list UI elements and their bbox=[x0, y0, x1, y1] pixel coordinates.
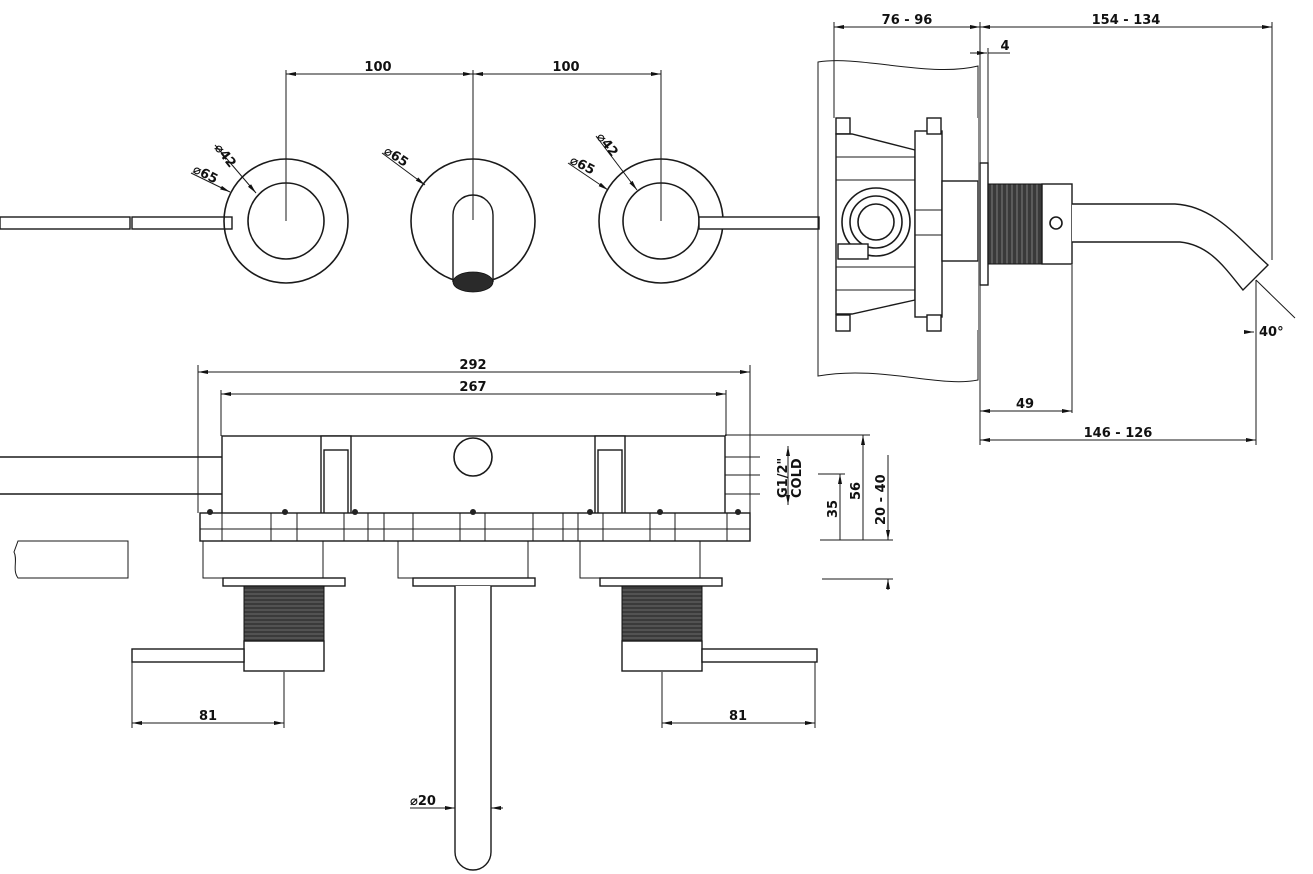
right-handle-rosette bbox=[598, 70, 724, 284]
side-rosette-plate bbox=[979, 162, 989, 286]
dim-wall-adjust: 20 - 40 bbox=[874, 474, 889, 525]
side-thread bbox=[987, 183, 1043, 265]
side-section-view: 76 - 96 154 - 134 4 49 146 - 126 40° bbox=[817, 13, 1296, 445]
dim-wall-depth: 76 - 96 bbox=[882, 13, 933, 28]
left-lever bbox=[0, 216, 233, 230]
dim-spout-diameter: ⌀20 bbox=[410, 794, 436, 809]
dim-lever-left: 81 bbox=[199, 709, 217, 724]
dim-left-outer-diameter: ⌀65 bbox=[190, 162, 220, 187]
dim-spacing-left: 100 bbox=[364, 60, 391, 75]
dim-handle-offset: 49 bbox=[1016, 397, 1034, 412]
dim-right-inner-diameter: ⌀42 bbox=[593, 130, 621, 160]
left-handle-top bbox=[131, 577, 346, 672]
top-section-view: 292 267 G1/2" COLD 35 56 20 - 40 81 81 bbox=[0, 358, 893, 871]
dim-body-width: 267 bbox=[459, 380, 486, 395]
dim-overall-width: 292 bbox=[459, 358, 486, 373]
dim-rosette-thickness: 4 bbox=[1000, 39, 1009, 54]
dim-height-35: 35 bbox=[826, 500, 841, 518]
side-collar bbox=[1041, 183, 1073, 265]
dim-spout-rosette-diameter: ⌀65 bbox=[381, 144, 411, 171]
dim-spacing-right: 100 bbox=[552, 60, 579, 75]
right-lever bbox=[698, 216, 820, 230]
dim-lever-right: 81 bbox=[729, 709, 747, 724]
left-handle-rosette bbox=[223, 70, 349, 284]
dim-height-56: 56 bbox=[849, 482, 864, 500]
connection-sub-label: COLD bbox=[790, 458, 805, 498]
connection-label: G1/2" bbox=[776, 458, 791, 498]
dim-spout-projection-top: 154 - 134 bbox=[1092, 13, 1161, 28]
spout-rosette bbox=[410, 70, 536, 293]
dim-right-outer-diameter: ⌀65 bbox=[567, 153, 597, 178]
spout-top bbox=[412, 577, 536, 871]
dim-spout-angle: 40° bbox=[1259, 325, 1284, 340]
concealed-body-top bbox=[199, 435, 751, 542]
side-spout bbox=[1072, 203, 1270, 292]
concealed-valve-body bbox=[835, 117, 979, 332]
wall-section-left bbox=[13, 540, 129, 579]
dim-spout-projection-bottom: 146 - 126 bbox=[1084, 426, 1153, 441]
front-view: 100 100 ⌀42 ⌀65 ⌀65 ⌀42 ⌀65 bbox=[0, 60, 820, 293]
right-handle-top bbox=[599, 577, 818, 672]
